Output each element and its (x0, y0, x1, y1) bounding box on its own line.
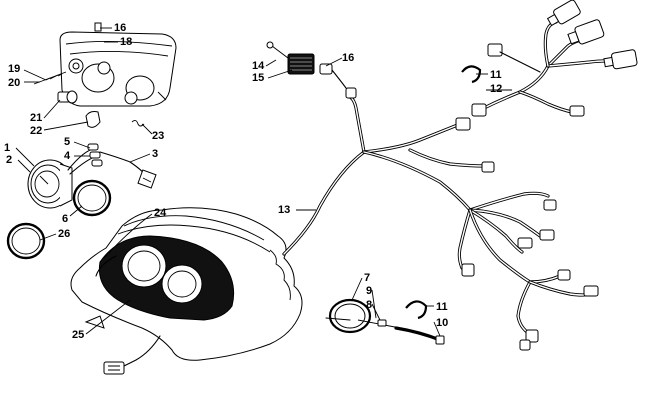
callout-20: 20 (8, 77, 20, 89)
callout-7: 7 (364, 272, 370, 284)
callout-25: 25 (72, 329, 84, 341)
main-wiring-harness (282, 87, 599, 351)
callout-9: 9 (366, 285, 372, 297)
callout-labels: 16 18 19 20 21 22 23 1 2 5 4 3 6 26 24 2… (4, 22, 502, 341)
instrument-panel (70, 207, 303, 361)
relay-module (266, 41, 347, 89)
callout-4: 4 (64, 150, 71, 162)
callout-26: 26 (58, 228, 70, 240)
callout-6: 6 (62, 213, 68, 225)
upper-right-harness (471, 0, 638, 117)
bulb-21 (57, 90, 78, 104)
callout-21: 21 (30, 112, 42, 124)
callout-5: 5 (64, 136, 70, 148)
clip-17 (94, 22, 102, 32)
callout-16: 16 (342, 52, 354, 64)
spring-23 (131, 119, 145, 127)
callout-3: 3 (152, 148, 158, 160)
callout-2: 2 (6, 154, 12, 166)
callout-19: 19 (8, 63, 20, 75)
callout-17: 16 (114, 22, 126, 34)
callout-14: 14 (252, 60, 265, 72)
panel-connector (103, 335, 161, 375)
callout-11-upper: 11 (490, 69, 502, 81)
speedometer-gauge (27, 159, 73, 209)
clip-11-lower (405, 300, 428, 320)
bezel-ring-26 (6, 222, 46, 260)
callout-24: 24 (154, 207, 167, 219)
callout-13: 13 (278, 204, 290, 216)
callout-18: 18 (120, 36, 132, 48)
bezel-ring-6 (72, 179, 112, 217)
callout-12: 12 (490, 83, 502, 95)
callout-1: 1 (4, 142, 10, 154)
callout-15: 15 (252, 72, 264, 84)
leader-lines (15, 27, 512, 337)
headlight-assembly (59, 31, 177, 107)
tachometer-gauge (325, 298, 445, 345)
callout-11-lower: 11 (436, 301, 448, 313)
callout-10: 10 (436, 317, 448, 329)
gauge-harness (67, 143, 157, 189)
callout-22: 22 (30, 125, 42, 137)
clip-11-upper (461, 65, 482, 84)
callout-8: 8 (366, 299, 372, 311)
callout-23: 23 (152, 130, 164, 142)
bulb-socket-22 (85, 111, 101, 128)
